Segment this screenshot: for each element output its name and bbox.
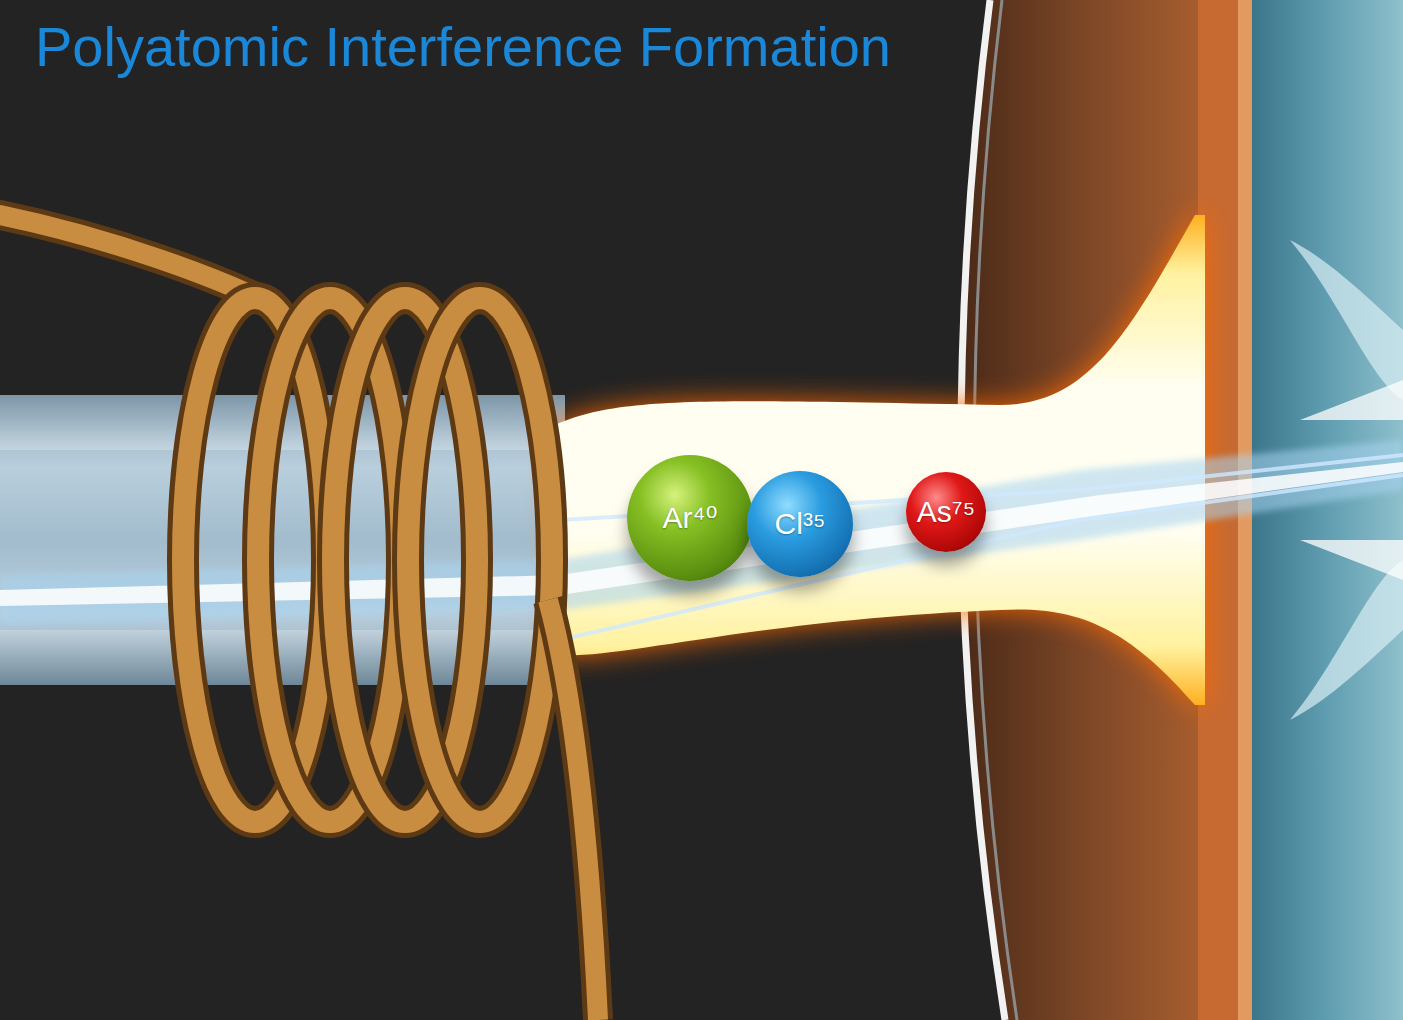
coil-lead — [0, 215, 262, 300]
skimmer-cone — [1300, 540, 1403, 580]
rf-load-coil — [183, 298, 552, 822]
plasma — [555, 215, 1205, 705]
plasma-glow — [555, 215, 1205, 705]
atom-sphere: As⁷⁵ — [906, 472, 986, 552]
ion-beam — [0, 440, 1403, 625]
ion-swirl — [1290, 560, 1403, 720]
element-label: As⁷⁵ — [917, 497, 975, 527]
coil-turn — [408, 298, 552, 822]
coil-turn — [408, 298, 552, 822]
skimmer-cone — [1300, 380, 1403, 420]
coil-lead — [548, 600, 598, 1020]
element-label: Cl³⁵ — [775, 509, 826, 539]
atom-sphere: Ar⁴⁰ — [627, 455, 753, 581]
coil-lead — [0, 215, 262, 300]
element-label: Ar⁴⁰ — [663, 503, 718, 533]
ion-swirl — [1290, 240, 1403, 400]
atom-sphere: Cl³⁵ — [747, 471, 853, 577]
diagram-title: Polyatomic Interference Formation — [35, 16, 891, 78]
coil-lead — [548, 600, 598, 1020]
